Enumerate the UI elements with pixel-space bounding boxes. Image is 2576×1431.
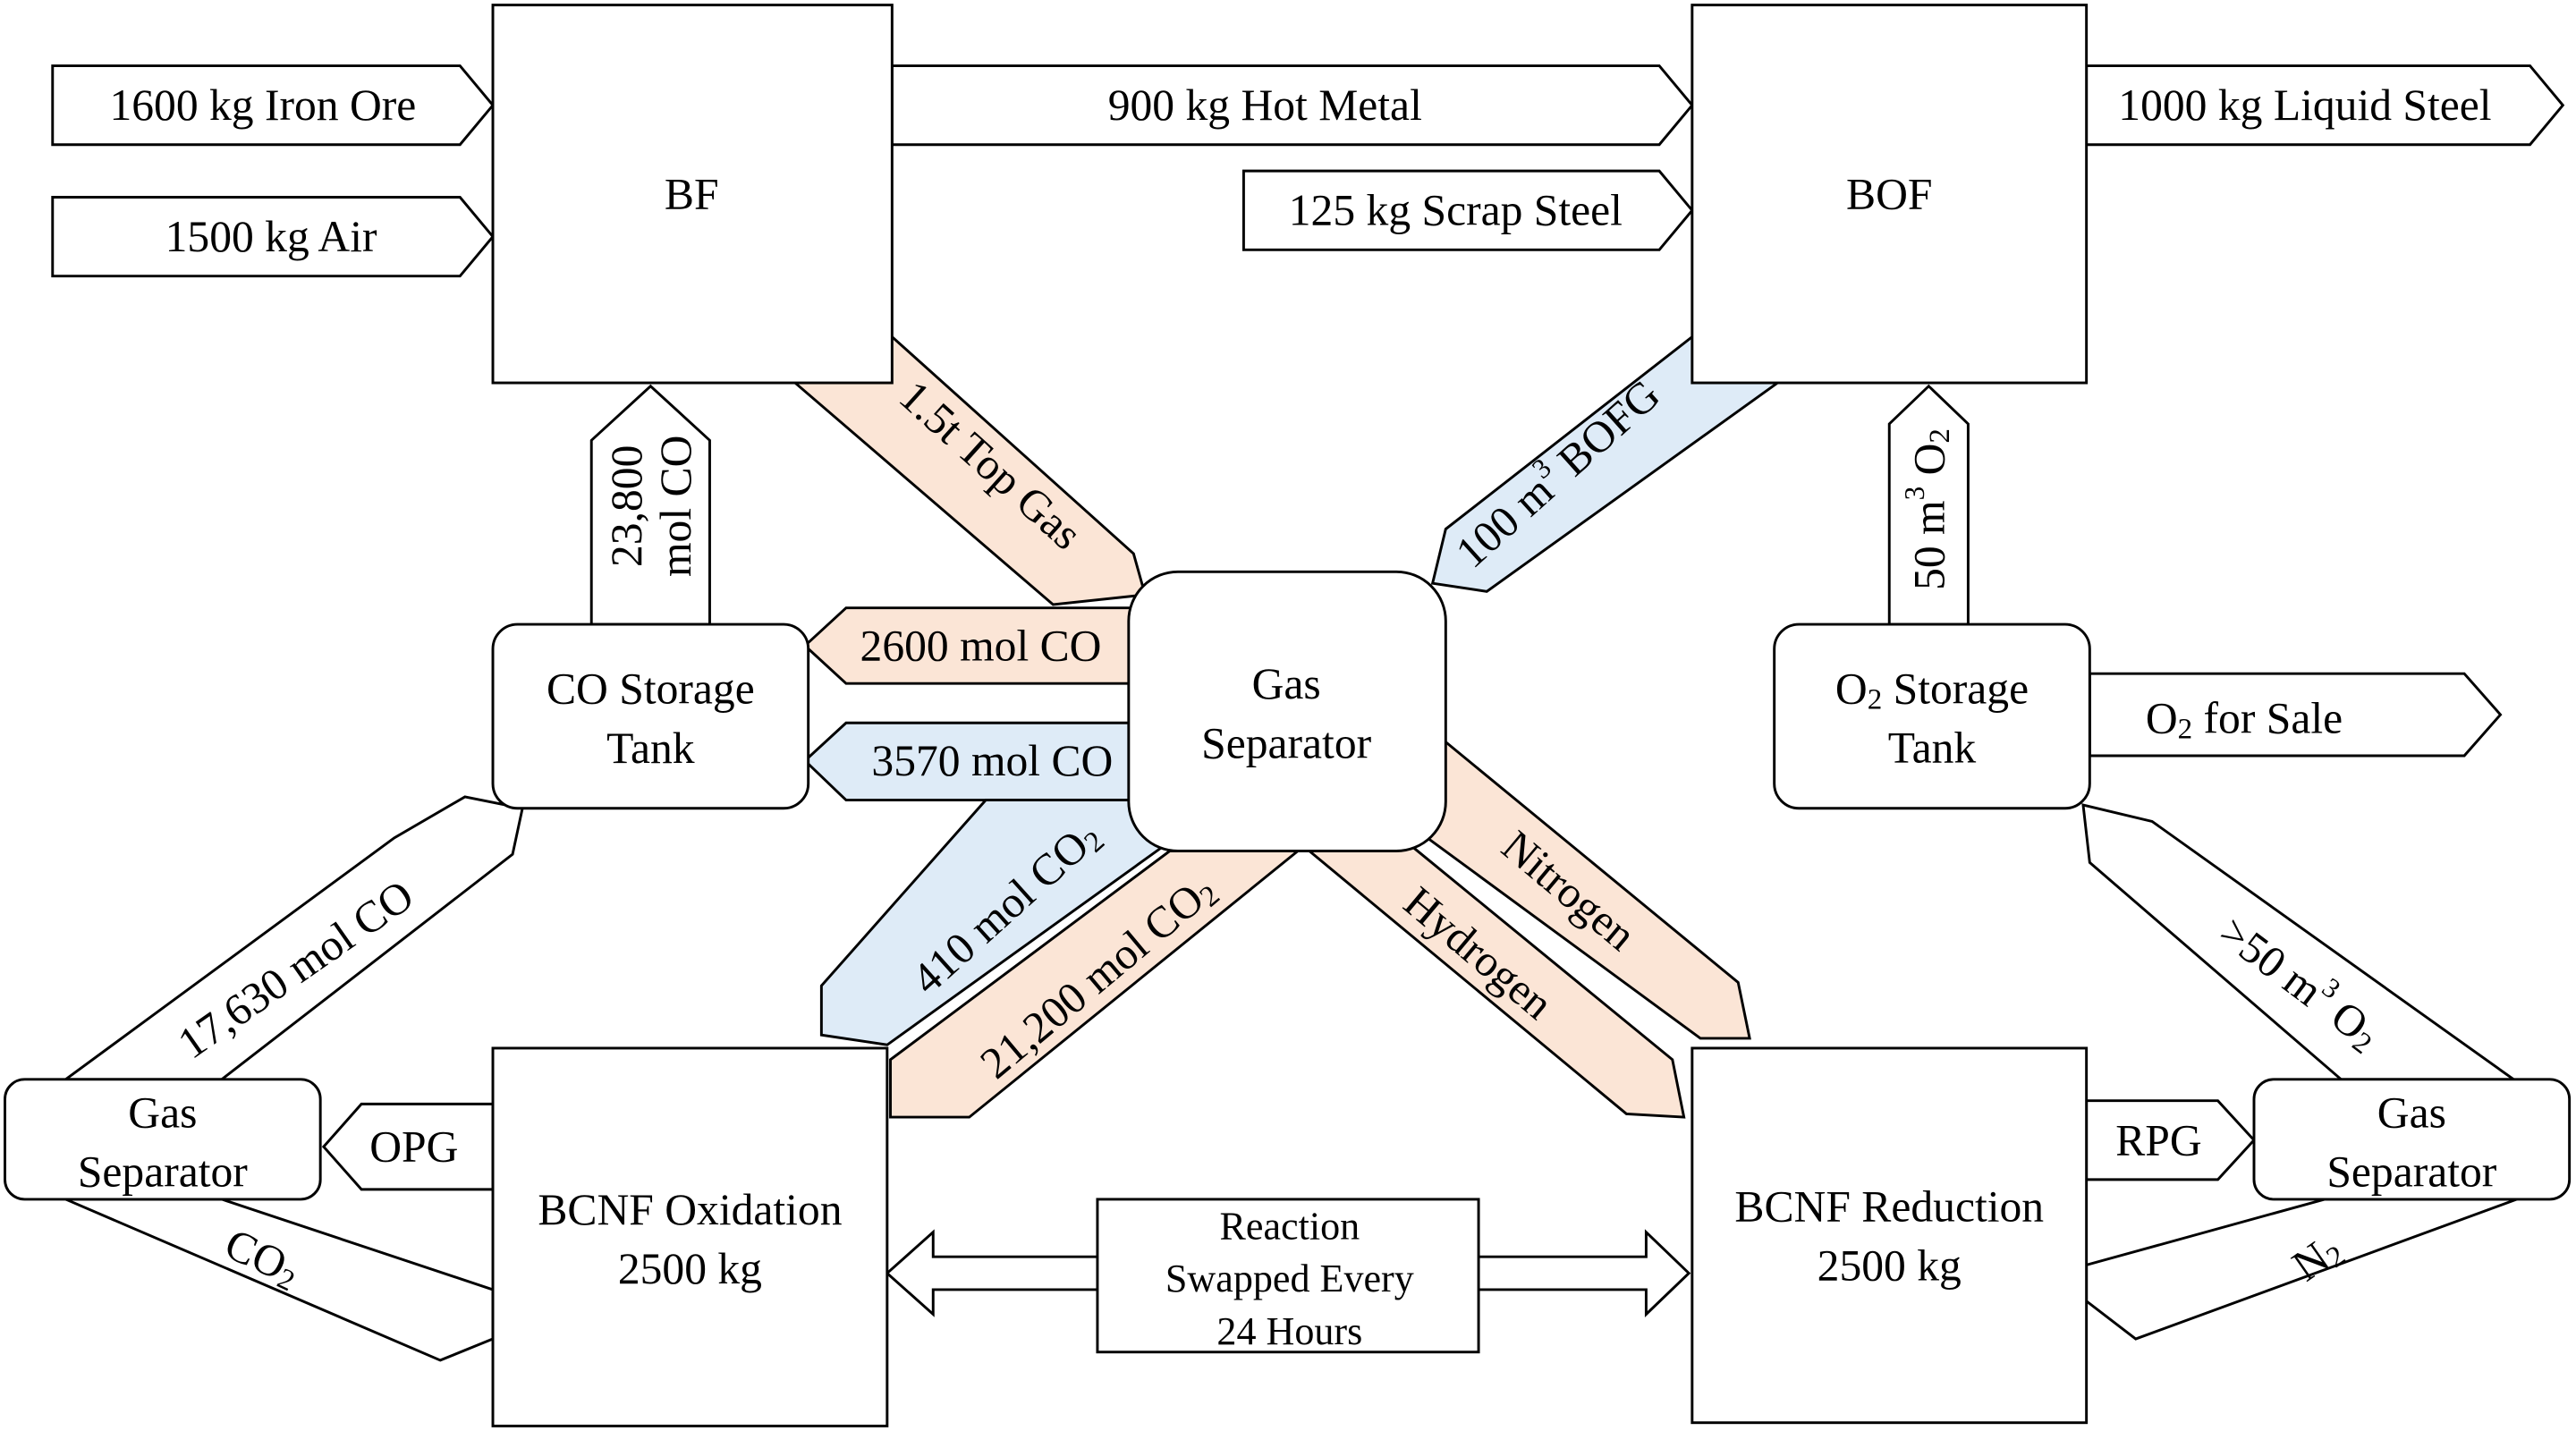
label-hot-metal: 900 kg Hot Metal [1108, 80, 1422, 130]
arrow-opg: OPG [321, 1102, 495, 1191]
arrow-gt50-m3-o2: >50 m3 O2 [2081, 803, 2518, 1081]
node-o2-storage-tank: O2 Storage Tank [1773, 622, 2091, 810]
arrow-17630-mol-co: 17,630 mol CO [61, 795, 524, 1081]
arrow-n2: N2 [2085, 1198, 2518, 1341]
arrow-3570-mol-co: 3570 mol CO [802, 721, 1135, 802]
arrow-hot-metal: 900 kg Hot Metal [890, 64, 1694, 147]
label-air: 1500 kg Air [165, 212, 377, 261]
label-liquid-steel: 1000 kg Liquid Steel [2118, 80, 2491, 130]
arrow-iron-ore: 1600 kg Iron Ore [51, 64, 495, 147]
label-2600-mol-co: 2600 mol CO [860, 621, 1102, 670]
label-scrap-steel: 125 kg Scrap Steel [1289, 186, 1623, 235]
label-3570-mol-co: 3570 mol CO [871, 736, 1113, 785]
arrow-co2-left: CO2 [64, 1198, 495, 1362]
label-o2-storage-tank: O2 Storage [1835, 664, 2029, 716]
arrow-50-m3-o2: 50 m3 O2 [1887, 384, 1970, 626]
node-bof: BOF [1690, 4, 2089, 385]
label-23800-mol-co: 23,800mol CO [601, 436, 699, 577]
arrow-23800-mol-co: 23,800mol CO [589, 384, 711, 626]
label-17630-mol-co: 17,630 mol CO [169, 870, 422, 1068]
arrow-rpg: RPG [2085, 1099, 2256, 1181]
label-50-m3-o2: 50 m3 O2 [1898, 428, 1956, 590]
label-o2-for-sale: O2 for Sale [2146, 693, 2343, 745]
label-opg: OPG [369, 1122, 458, 1172]
label-o2-storage-tank-line2: Tank [1888, 723, 1977, 772]
arrow-liquid-steel: 1000 kg Liquid Steel [2085, 64, 2565, 147]
arrow-o2-for-sale: O2 for Sale [2088, 672, 2503, 758]
label-iron-ore: 1600 kg Iron Ore [109, 80, 416, 130]
arrow-scrap-steel: 125 kg Scrap Steel [1241, 169, 1694, 251]
label-bof: BOF [1846, 169, 1932, 218]
node-bf: BF [491, 4, 894, 385]
arrow-air: 1500 kg Air [51, 196, 495, 278]
label-rpg: RPG [2115, 1115, 2201, 1164]
label-bf: BF [665, 169, 719, 218]
arrow-2600-mol-co: 2600 mol CO [802, 606, 1135, 685]
